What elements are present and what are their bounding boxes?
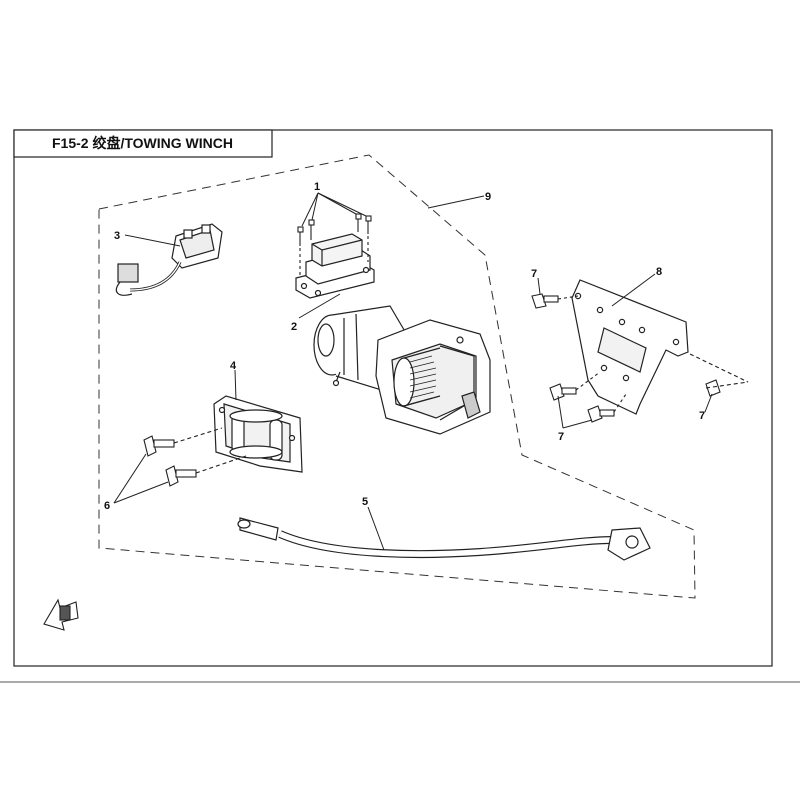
- front-arrow-icon: [43, 598, 79, 631]
- callout-7-upper: 7: [531, 268, 537, 280]
- callout-1: 1: [314, 181, 320, 193]
- part-3-sensor: [115, 223, 223, 296]
- part-4-fairlead: [213, 395, 303, 473]
- part-1-bolts: [297, 213, 372, 278]
- part-6-bolts: [143, 427, 247, 487]
- callout-7-right: 7: [699, 410, 705, 422]
- callout-4: 4: [230, 360, 237, 372]
- part-5-cable: [237, 517, 651, 561]
- winch-drum: [375, 319, 491, 435]
- callout-6: 6: [104, 500, 110, 512]
- callout-2: 2: [291, 321, 297, 333]
- callout-7-lower: 7: [558, 431, 564, 443]
- part-8-mounting-plate: [571, 279, 689, 415]
- callout-5: 5: [362, 496, 368, 508]
- callout-3: 3: [114, 230, 120, 242]
- leader-lines: [113, 192, 713, 551]
- callout-8: 8: [656, 266, 662, 278]
- part-2-control-box: [295, 233, 375, 299]
- diagram-frame: [13, 129, 773, 667]
- assembly-boundary: [98, 154, 696, 599]
- callout-9: 9: [485, 191, 491, 203]
- part-7-bolts: [531, 293, 749, 423]
- diagram-title: F15-2 绞盘/TOWING WINCH: [52, 135, 233, 151]
- title-box: [13, 129, 273, 158]
